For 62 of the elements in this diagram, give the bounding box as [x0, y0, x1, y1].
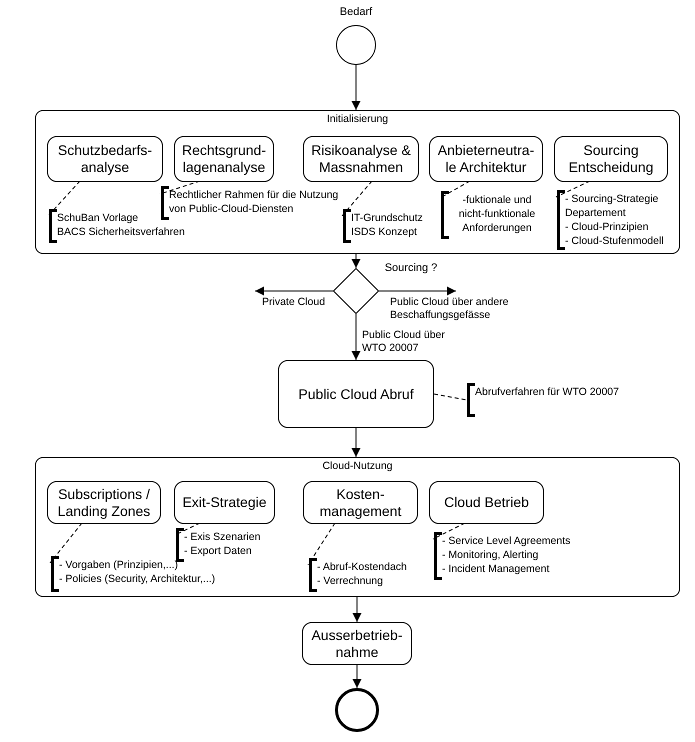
step-label: Sourcing Entscheidung — [568, 142, 654, 176]
step-label: Anbieterneutra- le Architektur — [436, 142, 536, 176]
group-container — [35, 110, 680, 254]
step-label: Public Cloud Abruf — [298, 386, 414, 402]
annotation-text: ISDS Konzept — [351, 225, 418, 239]
annotation-text: - Cloud-Stufenmodell — [565, 234, 665, 248]
process-box — [302, 622, 412, 665]
group-title: Cloud-Nutzung — [322, 460, 393, 472]
annotation-text: - Monitoring, Alerting — [442, 548, 540, 562]
process-box — [278, 360, 434, 428]
group-title: Initialisierung — [326, 113, 388, 125]
annotation-text: - Verrechnung — [317, 574, 384, 588]
annotation-text: - Abruf-Kostendach — [317, 560, 408, 574]
annotation-text: BACS Sicherheitsverfahren — [57, 225, 186, 239]
process-box — [303, 481, 418, 524]
end-circle — [335, 688, 379, 732]
annotation-text: Abrufverfahren für WTO 20007 — [475, 385, 620, 399]
annotation-text: -fuktionale und nicht-funktionale Anforderungen — [458, 193, 536, 235]
annotation-text: - Incident Management — [442, 562, 550, 576]
leader-line — [434, 394, 468, 400]
process-box — [47, 136, 163, 182]
step-label: Rechtsgrund- lagenanalyse — [180, 142, 268, 176]
process-box — [554, 136, 668, 182]
arrow — [352, 664, 362, 688]
leader-line — [48, 180, 80, 216]
annotation-text: - Export Daten — [184, 544, 253, 558]
leader-line — [432, 522, 466, 540]
annotation-text: - Policies (Security, Architektur,...) — [59, 572, 216, 586]
leader-line — [308, 522, 336, 566]
process-box — [429, 481, 544, 524]
step-label: Kosten- management — [318, 486, 402, 520]
process-box — [429, 136, 543, 182]
annotation-text: - Cloud-Prinzipien — [565, 220, 650, 234]
step-label: Ausserbetrieb- nahme — [310, 626, 404, 660]
arrow — [352, 596, 362, 622]
leader-line — [50, 522, 82, 564]
annotation-text: - Exis Szenarien — [184, 530, 262, 544]
step-label: Schutzbedarfs- analyse — [56, 142, 154, 176]
step-label: Exit-Strategie — [182, 494, 267, 511]
arrow — [378, 286, 456, 296]
step-label: Cloud Betrieb — [444, 494, 529, 511]
arrow — [352, 64, 360, 110]
annotation-text: SchuBan Vorlage — [57, 211, 140, 225]
group-container — [35, 457, 680, 597]
annotation-text: - Sourcing-Strategie Departement — [565, 192, 660, 220]
annotation-text: IT-Grundschutz — [351, 211, 424, 225]
arrow — [352, 428, 360, 458]
start-circle — [336, 25, 376, 65]
arrow — [352, 314, 360, 360]
step-label: Subscriptions / Landing Zones — [56, 486, 152, 520]
process-box — [174, 136, 274, 182]
process-box — [47, 481, 161, 524]
arrow — [254, 286, 334, 296]
leader-line — [342, 180, 372, 216]
step-label: Risikoanalyse & Massnahmen — [310, 142, 412, 176]
annotation-text: Rechtlicher Rahmen für die Nutzung von Public-Cloud-Diensten — [169, 188, 340, 216]
process-box — [303, 136, 419, 182]
process-box — [174, 481, 275, 524]
arrow — [352, 254, 360, 268]
annotation-text: - Service Level Agreements — [442, 534, 572, 548]
leader-line — [556, 180, 590, 198]
annotation-text: - Vorgaben (Prinzipien,...) — [59, 558, 180, 572]
